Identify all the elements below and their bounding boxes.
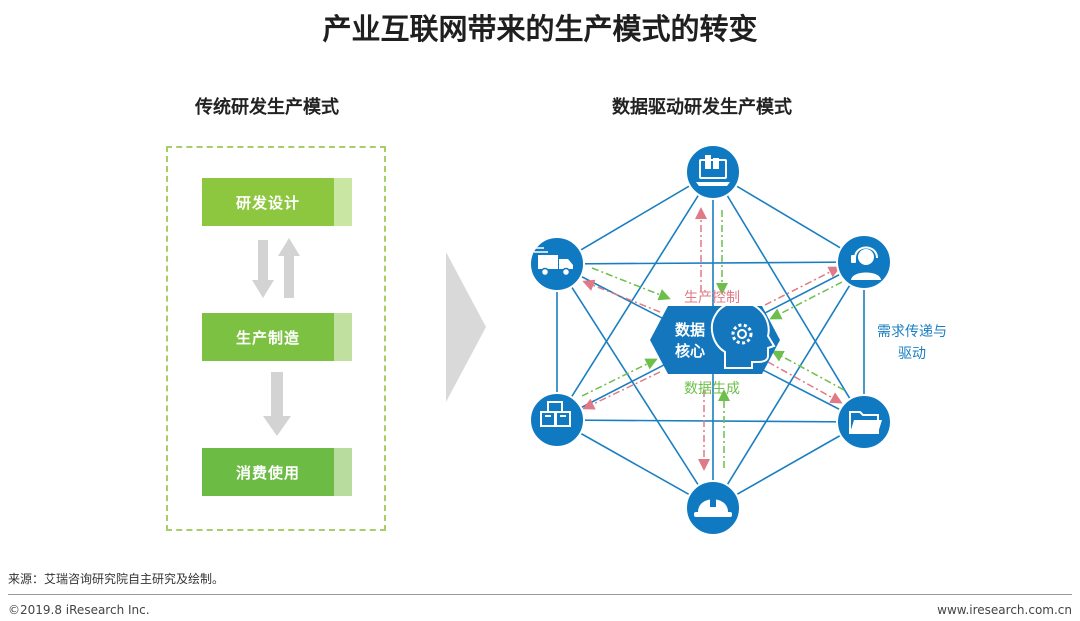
- core-label-line2: 核心: [675, 342, 705, 360]
- stage-label: 研发设计: [202, 178, 334, 226]
- customer-service-icon: [836, 234, 892, 290]
- stage-tab: [334, 313, 352, 361]
- demand-label-line1: 需求传递与: [877, 324, 947, 340]
- demand-label-line2: 驱动: [898, 346, 926, 362]
- stage-consumption: 消费使用: [202, 448, 352, 496]
- page-title: 产业互联网带来的生产模式的转变: [322, 12, 758, 46]
- arrow-up-icon: [278, 238, 300, 298]
- data-driven-mode-heading: 数据驱动研发生产模式: [612, 97, 792, 118]
- stage-tab: [334, 448, 352, 496]
- stage-label: 生产制造: [202, 313, 334, 361]
- transition-chevron-icon: [446, 252, 486, 402]
- traditional-mode-frame: [166, 146, 386, 531]
- traditional-mode-heading: 传统研发生产模式: [195, 97, 339, 118]
- truck-icon: [529, 236, 585, 292]
- core-label-line1: 数据: [675, 321, 705, 339]
- production-control-label: 生产控制: [684, 290, 740, 306]
- stage-tab: [334, 178, 352, 226]
- arrow-down-icon: [252, 240, 274, 298]
- stage-rd-design: 研发设计: [202, 178, 352, 226]
- folder-icon: [836, 394, 892, 450]
- boxes-icon: [529, 392, 585, 448]
- head-gear-icon: [710, 301, 776, 369]
- computer-icon: [685, 144, 741, 200]
- footer-divider: [8, 594, 1072, 595]
- copyright-text: ©2019.8 iResearch Inc.: [8, 603, 150, 617]
- data-core: 数据 核心: [650, 301, 780, 374]
- stage-manufacturing: 生产制造: [202, 313, 352, 361]
- data-generation-label: 数据生成: [684, 381, 740, 397]
- source-note: 来源：艾瑞咨询研究院自主研究及绘制。: [8, 572, 225, 586]
- arrow-down-icon: [263, 372, 291, 436]
- website-link[interactable]: www.iresearch.com.cn: [937, 603, 1072, 617]
- helmet-icon: [685, 480, 741, 536]
- data-flow-arrows: [581, 207, 845, 471]
- stage-label: 消费使用: [202, 448, 334, 496]
